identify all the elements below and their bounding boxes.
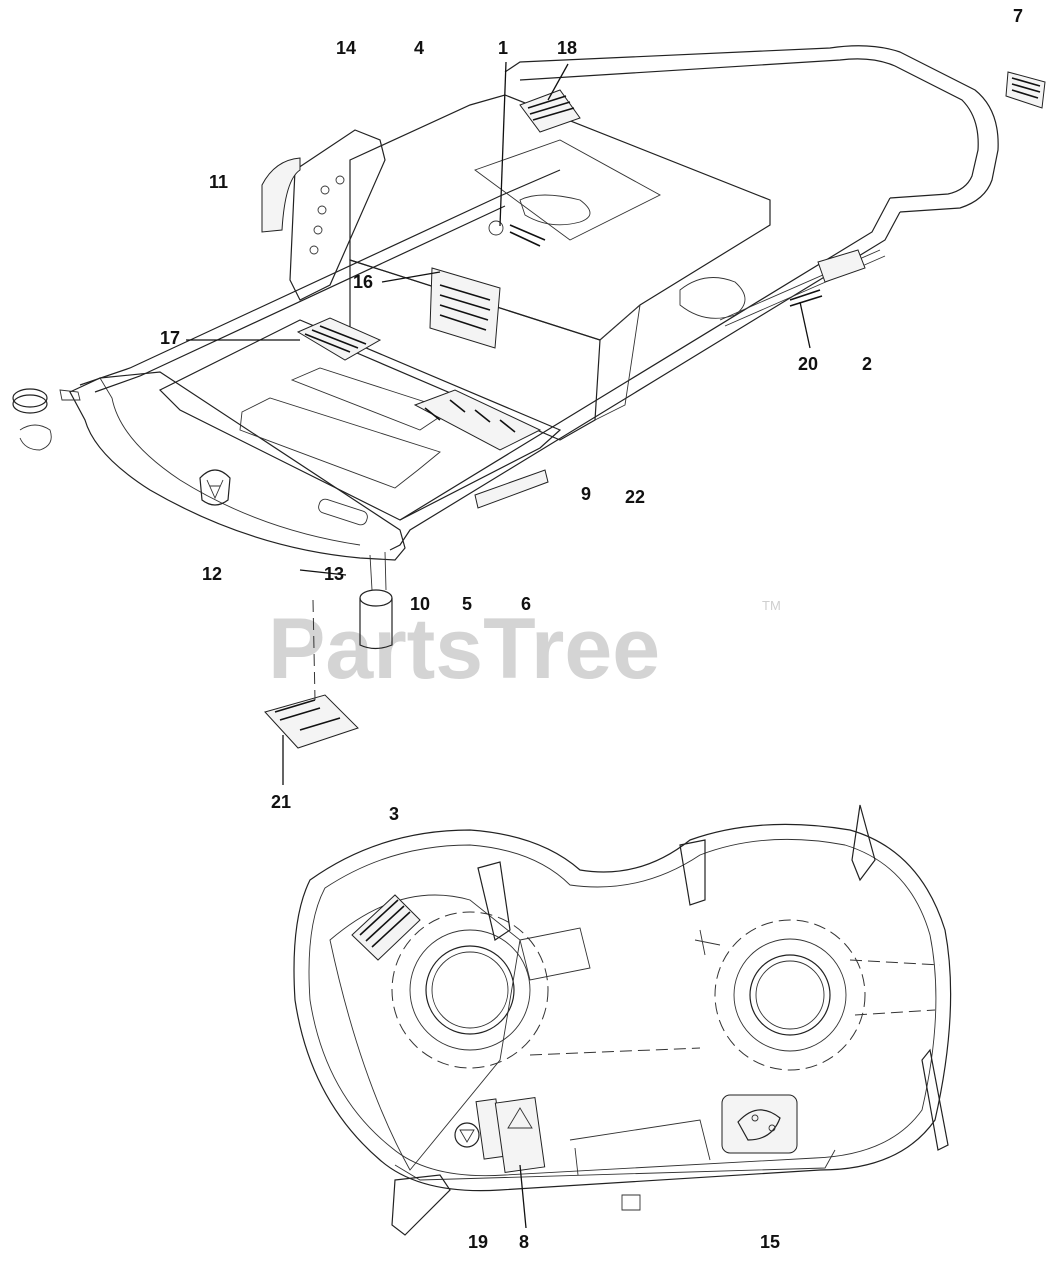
front-hanger	[391, 1174, 451, 1236]
body-top	[349, 94, 771, 341]
callout-5: 5	[462, 594, 472, 614]
decal-7	[1005, 71, 1046, 109]
deck-decal-left	[351, 894, 421, 961]
frame-assembly	[12, 45, 1046, 749]
leader-13	[299, 569, 347, 576]
body-right-face	[594, 303, 641, 421]
callout-4: 4	[414, 38, 424, 58]
callout-16: 16	[353, 272, 373, 292]
center-bolt	[694, 929, 721, 956]
body-top-slot	[519, 194, 591, 226]
leader-20	[799, 301, 811, 349]
callout-2: 2	[862, 354, 872, 374]
front-caster-mount	[12, 388, 81, 451]
brand-plate	[474, 469, 549, 509]
leader-1	[499, 61, 507, 227]
floor-pan	[158, 319, 562, 521]
callout-22: 22	[625, 487, 645, 507]
decal-21	[264, 694, 359, 749]
leader-lines	[186, 61, 811, 1229]
decal-20	[789, 249, 866, 307]
right-frame-rail	[389, 211, 901, 551]
rear-frame-bar-inner	[519, 58, 979, 199]
callout-15: 15	[760, 1232, 780, 1252]
callout-18: 18	[557, 38, 577, 58]
right-rail-plate	[921, 1048, 949, 1151]
callout-10: 10	[410, 594, 430, 614]
right-spindle	[714, 919, 866, 1071]
callout-9: 9	[581, 484, 591, 504]
body-cutout	[679, 277, 746, 319]
watermark-trademark: TM	[762, 598, 781, 613]
height-decal	[261, 157, 301, 233]
shield-plate	[519, 927, 591, 981]
decal-17	[296, 317, 382, 361]
deck-stand-bracket	[679, 839, 706, 906]
callout-11: 11	[209, 172, 228, 192]
floor-pan-plate-2	[290, 367, 452, 431]
right-frame-rail-lower	[399, 197, 891, 521]
callout-19: 19	[468, 1232, 488, 1252]
decal-9	[413, 389, 542, 451]
leader-16	[381, 271, 441, 283]
assembly-centerline	[312, 599, 316, 701]
callout-14: 14	[336, 38, 356, 58]
callout-21: 21	[271, 792, 291, 812]
decal-16	[429, 267, 501, 349]
rear-frame-bar	[504, 45, 999, 213]
seat-bracket	[289, 129, 386, 301]
decal-18	[519, 89, 581, 133]
front-bumper-edge	[99, 377, 361, 546]
left-spindle	[391, 911, 549, 1069]
callout-8: 8	[519, 1232, 529, 1252]
decal-1-area	[488, 220, 546, 247]
watermark-text: PartsTree	[268, 601, 660, 697]
idler-bracket	[477, 861, 511, 941]
floor-pan-plate	[239, 397, 441, 489]
baffle-bar	[569, 1119, 711, 1176]
callout-1: 1	[498, 38, 508, 58]
callout-3: 3	[389, 804, 399, 824]
belt-path	[529, 959, 941, 1056]
left-frame-rail	[79, 169, 561, 393]
front-sleeve	[359, 551, 393, 650]
rear-fin	[851, 804, 876, 882]
body-top-panel	[474, 139, 661, 241]
front-bumper	[69, 371, 406, 561]
model-badge	[318, 498, 368, 526]
callout-6: 6	[521, 594, 531, 614]
deck-lower-lip	[394, 1149, 836, 1181]
front-hanger-bolt	[621, 1194, 641, 1211]
callout-7: 7	[1013, 6, 1023, 26]
bracket-holes	[309, 175, 345, 255]
leader-18	[547, 63, 569, 101]
callout-13: 13	[324, 564, 344, 584]
deck-decal-8	[494, 1096, 546, 1174]
leader-8	[519, 1164, 527, 1229]
deck-inner-rim	[308, 838, 937, 1177]
husqvarna-logo-icon	[199, 469, 231, 506]
deck-outer-shell	[293, 823, 952, 1192]
mower-deck	[293, 804, 952, 1236]
callout-20: 20	[798, 354, 818, 374]
deck-decal-right	[721, 1094, 798, 1154]
callout-12: 12	[202, 564, 222, 584]
callout-labels: 1 2 3 4 5 6 7 8 9 10 11 12 13 14 15 16 1…	[160, 6, 1023, 1252]
callout-17: 17	[160, 328, 180, 348]
